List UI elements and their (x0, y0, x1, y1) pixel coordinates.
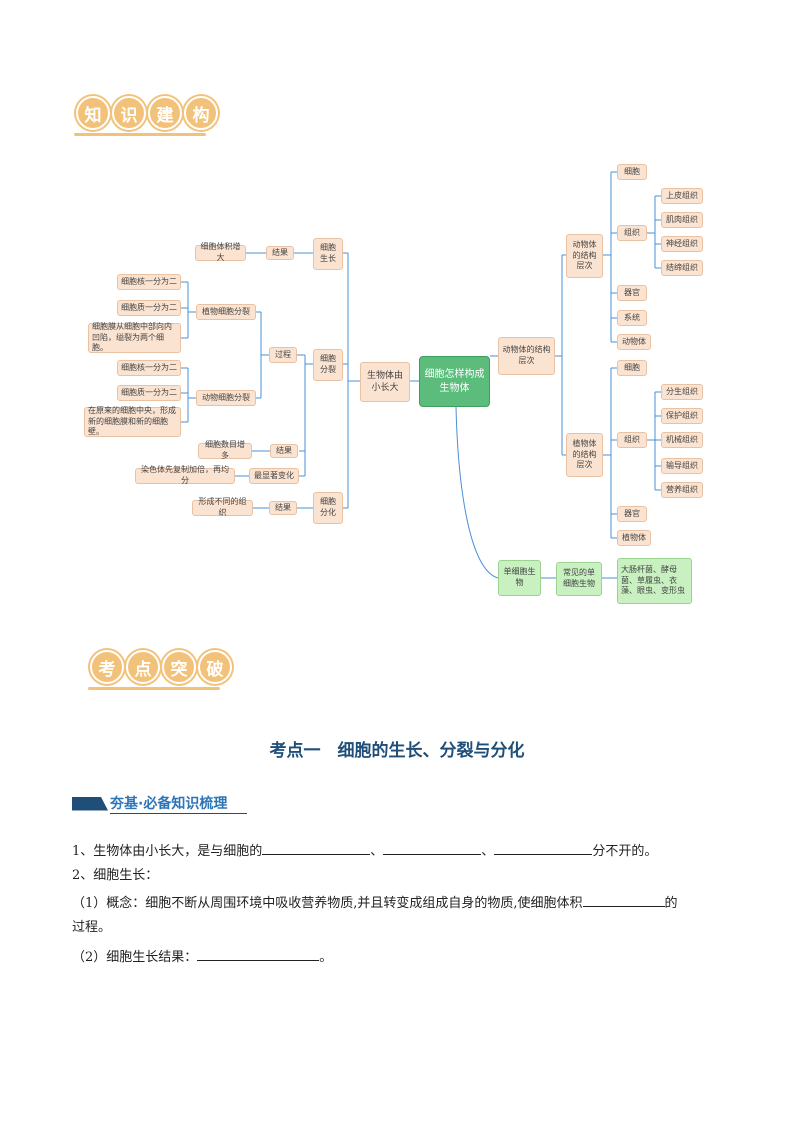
process-node: 过程 (269, 347, 297, 363)
growth-result: 细胞体积增大 (195, 242, 246, 262)
q2-1-text-b: 的 (664, 896, 678, 911)
animal-item: 器官 (617, 285, 647, 301)
q1-sep: 、 (370, 844, 384, 859)
division-result: 细胞数目增多 (198, 440, 252, 460)
answer-blank[interactable] (582, 892, 665, 907)
mind-map: 细胞怎样构成生物体 生物体由小长大 细胞生长 结果 细胞体积增大 细胞分裂 过程… (0, 150, 794, 610)
animal-tissue: 肌肉组织 (661, 212, 703, 228)
q2-2-text-b: 。 (319, 950, 333, 965)
unicellular-examples: 大肠杆菌、酵母菌、草履虫、衣藻、眼虫、变形虫 (617, 558, 692, 604)
badge-char: 建 (148, 96, 182, 130)
badge-underline (74, 133, 206, 136)
subheading-text: 夯基·必备知识梳理 (110, 793, 248, 814)
plant-tissue: 输导组织 (661, 458, 703, 474)
animal-item: 系统 (617, 310, 647, 326)
differentiation-node: 细胞分化 (313, 492, 343, 524)
animal-step: 细胞质一分为二 (117, 385, 181, 401)
answer-blank[interactable] (197, 946, 320, 961)
q2-1-text-a: （1）概念：细胞不断从周围环境中吸收营养物质,并且转变成组成自身的物质,使细胞体… (72, 896, 583, 911)
badge-underline (88, 687, 220, 690)
subheading-bar-icon (72, 796, 108, 811)
badge-char: 破 (198, 650, 232, 684)
plant-item: 植物体 (617, 530, 651, 546)
animal-step: 在原来的细胞中央，形成新的细胞膜和新的细胞壁。 (84, 406, 181, 437)
badge-char: 识 (112, 96, 146, 130)
animal-tissue: 结缔组织 (661, 260, 703, 276)
plant-item: 细胞 (617, 360, 647, 376)
grow-node: 生物体由小长大 (360, 362, 410, 402)
q1-text-a: 1、生物体由小长大，是与细胞的 (72, 844, 263, 859)
division-result-label: 结果 (270, 444, 298, 458)
obvious-change: 染色体先复制加倍，再均分 (135, 465, 235, 485)
badge-char: 突 (162, 650, 196, 684)
badge-char: 构 (184, 96, 218, 130)
answer-blank[interactable] (262, 840, 371, 855)
plant-step: 细胞核一分为二 (117, 274, 181, 290)
plant-levels-node: 植物体的结构层次 (566, 433, 603, 477)
animal-levels-node: 动物体的结构层次 (566, 234, 603, 278)
diff-result-label: 结果 (269, 501, 297, 515)
plant-tissue: 机械组织 (661, 432, 703, 448)
plant-item: 组织 (617, 432, 647, 448)
animal-step: 细胞核一分为二 (117, 360, 181, 376)
exam-badge: 考 点 突 破 (90, 650, 232, 684)
answer-blank[interactable] (383, 840, 482, 855)
question-2-1-cont: 过程。 (72, 920, 112, 935)
question-2-1: （1）概念：细胞不断从周围环境中吸收营养物质,并且转变成组成自身的物质,使细胞体… (72, 892, 728, 914)
q1-text-b: 分不开的。 (592, 844, 658, 859)
animal-division-node: 动物细胞分裂 (196, 390, 256, 406)
division-node: 细胞分裂 (313, 349, 343, 381)
diff-result: 形成不同的组织 (192, 497, 253, 517)
knowledge-badge: 知 识 建 构 (76, 96, 218, 130)
root-node: 细胞怎样构成生物体 (419, 356, 490, 407)
obvious-change-label: 最显著变化 (249, 468, 299, 484)
mind-map-connectors (181, 171, 661, 579)
plant-item: 器官 (617, 506, 647, 522)
badge-char: 考 (90, 650, 124, 684)
plant-step: 细胞质一分为二 (117, 300, 181, 316)
badge-char: 点 (126, 650, 160, 684)
q1-sep: 、 (481, 844, 495, 859)
plant-tissue: 分生组织 (661, 384, 703, 400)
animal-item: 组织 (617, 225, 647, 241)
section-title: 考点一 细胞的生长、分裂与分化 (269, 741, 525, 761)
question-1: 1、生物体由小长大，是与细胞的 、 、 分不开的。 (72, 840, 728, 862)
levels-node: 动物体的结构层次 (498, 337, 555, 375)
answer-blank[interactable] (494, 840, 593, 855)
animal-tissue: 上皮组织 (661, 188, 703, 204)
subheading: 夯基·必备知识梳理 (72, 793, 248, 814)
q2-2-text-a: （2）细胞生长结果： (72, 950, 198, 965)
question-2: 2、细胞生长： (72, 868, 159, 883)
animal-tissue: 神经组织 (661, 236, 703, 252)
plant-step: 细胞膜从细胞中部向内凹陷，缢裂为两个细胞。 (88, 322, 181, 353)
growth-result-label: 结果 (266, 246, 294, 260)
animal-item: 细胞 (617, 164, 647, 180)
badge-char: 知 (76, 96, 110, 130)
unicellular-node: 单细胞生物 (498, 560, 541, 596)
plant-division-node: 植物细胞分裂 (196, 304, 256, 320)
plant-tissue: 营养组织 (661, 482, 703, 498)
question-2-2: （2）细胞生长结果： 。 (72, 946, 728, 968)
common-unicellular-node: 常见的单细胞生物 (556, 562, 602, 596)
animal-item: 动物体 (617, 334, 651, 350)
plant-tissue: 保护组织 (661, 408, 703, 424)
growth-node: 细胞生长 (313, 238, 343, 270)
